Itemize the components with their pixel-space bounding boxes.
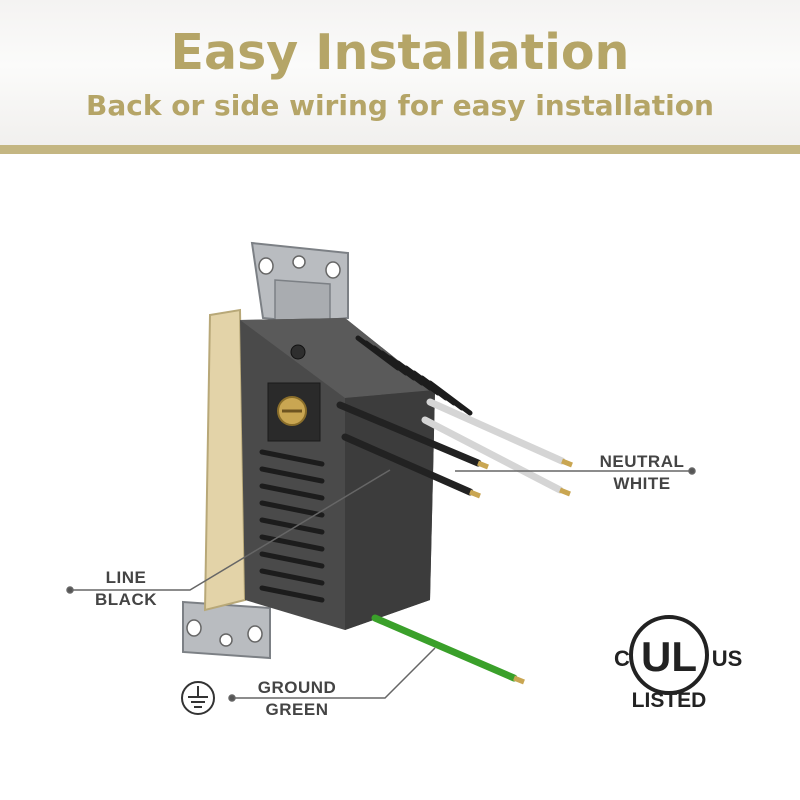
page-title: Easy Installation bbox=[170, 24, 630, 81]
fin-left bbox=[259, 517, 325, 535]
fin-left bbox=[259, 483, 325, 501]
line-callout: LINE BLACK bbox=[88, 567, 164, 611]
page-subtitle: Back or side wiring for easy installatio… bbox=[86, 89, 714, 122]
wires bbox=[336, 398, 573, 685]
black-label: BLACK bbox=[95, 590, 157, 609]
white-label: WHITE bbox=[613, 474, 671, 493]
mounting-strap-bottom bbox=[182, 600, 271, 660]
header-banner bbox=[0, 0, 800, 145]
fin-left bbox=[259, 466, 325, 484]
ul-listed-text: LISTED bbox=[632, 689, 707, 712]
fin-left bbox=[259, 551, 325, 569]
ul-mark-text: UL bbox=[641, 633, 697, 680]
fin-left bbox=[259, 568, 325, 586]
ul-listed-logo-icon: UL C US LISTED bbox=[614, 615, 743, 712]
ul-right-text: US bbox=[712, 646, 743, 671]
fin-left bbox=[259, 585, 325, 603]
fin-left bbox=[259, 500, 325, 518]
neutral-callout: NEUTRAL WHITE bbox=[592, 451, 692, 495]
green-label: GREEN bbox=[265, 700, 329, 719]
fin-top bbox=[427, 380, 473, 416]
ground-callout: GROUND GREEN bbox=[252, 677, 342, 721]
neutral-label: NEUTRAL bbox=[599, 452, 685, 471]
fin-left bbox=[259, 534, 325, 552]
fin-left bbox=[259, 449, 325, 467]
ground-label: GROUND bbox=[257, 678, 337, 697]
ul-left-text: C bbox=[614, 646, 630, 671]
mounting-strap-top bbox=[250, 241, 349, 331]
outlet-faceplate bbox=[203, 308, 247, 612]
outlet-body bbox=[240, 318, 435, 630]
cooling-fins bbox=[259, 335, 473, 603]
screw-terminal bbox=[267, 344, 321, 442]
line-label: LINE bbox=[105, 568, 147, 587]
header-divider bbox=[0, 145, 800, 154]
callout-leaders bbox=[66, 467, 696, 702]
ground-symbol-icon bbox=[181, 681, 215, 715]
